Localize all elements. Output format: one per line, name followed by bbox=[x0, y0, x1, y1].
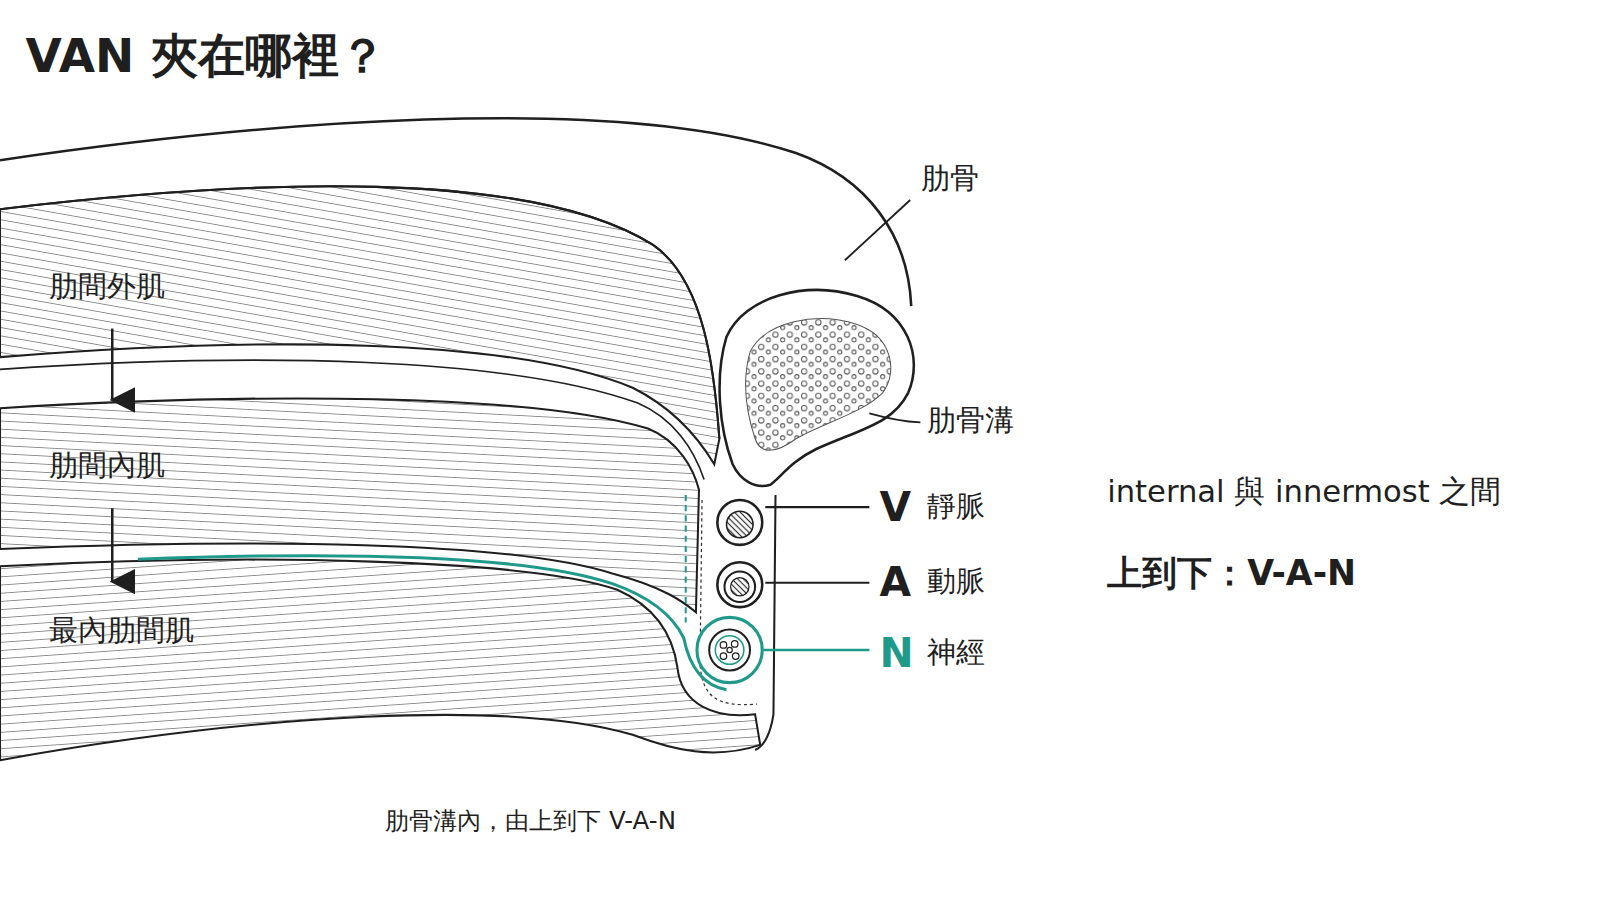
diagram-caption: 肋骨溝內，由上到下 V-A-N bbox=[385, 808, 676, 835]
rib-outline bbox=[0, 118, 911, 306]
layer-label: 肋間外肌 bbox=[49, 271, 165, 302]
nerve-symbol bbox=[697, 617, 762, 682]
layer-arrow bbox=[111, 329, 114, 400]
vein-symbol bbox=[717, 500, 762, 545]
nerve-fascicle bbox=[720, 653, 727, 660]
structure-label: 神經 bbox=[927, 637, 985, 668]
leader-line bbox=[869, 413, 920, 422]
artery-wall bbox=[717, 562, 762, 607]
artery-symbol bbox=[717, 562, 762, 607]
side-note: internal 與 innermost 之間 bbox=[1107, 475, 1501, 509]
structure-label: 靜脈 bbox=[927, 491, 985, 522]
cancellous-bone bbox=[746, 319, 891, 450]
vein-wall bbox=[717, 500, 762, 545]
nerve-ring bbox=[715, 636, 744, 665]
fascia-teal bbox=[138, 556, 727, 690]
part-label: 肋骨 bbox=[921, 163, 979, 194]
artery-lumen bbox=[731, 578, 749, 596]
nerve-fascicle bbox=[732, 653, 739, 660]
nerve-fascicle bbox=[727, 647, 732, 652]
leader-line bbox=[765, 506, 869, 508]
nerve-trunk bbox=[709, 630, 750, 671]
vein-lumen bbox=[727, 511, 754, 538]
leader-line bbox=[763, 649, 869, 652]
nerve-fascicle bbox=[731, 641, 738, 648]
structure-letter: A bbox=[880, 559, 912, 604]
leader-line bbox=[845, 200, 910, 260]
nerve-sheath bbox=[697, 617, 762, 682]
fascia-teal-dashed bbox=[685, 495, 687, 623]
layer-label: 最內肋間肌 bbox=[49, 615, 194, 646]
layer-label: 肋間內肌 bbox=[49, 451, 165, 482]
side-note: 上到下：V-A-N bbox=[1107, 554, 1356, 592]
nerve-fascicle bbox=[720, 642, 727, 649]
rib-underside bbox=[0, 186, 719, 438]
diagram-title: VAN 夾在哪裡？ bbox=[26, 30, 386, 82]
layer-arrow bbox=[111, 508, 114, 581]
artery-media bbox=[724, 571, 755, 602]
innermost-intercostal-band bbox=[0, 560, 760, 760]
structure-label: 動脈 bbox=[927, 566, 985, 597]
structure-letter: N bbox=[880, 631, 914, 676]
rib-cross-section bbox=[720, 290, 914, 486]
part-label: 肋骨溝 bbox=[927, 406, 1014, 437]
leader-line bbox=[765, 582, 869, 584]
structure-letter: V bbox=[880, 485, 912, 530]
